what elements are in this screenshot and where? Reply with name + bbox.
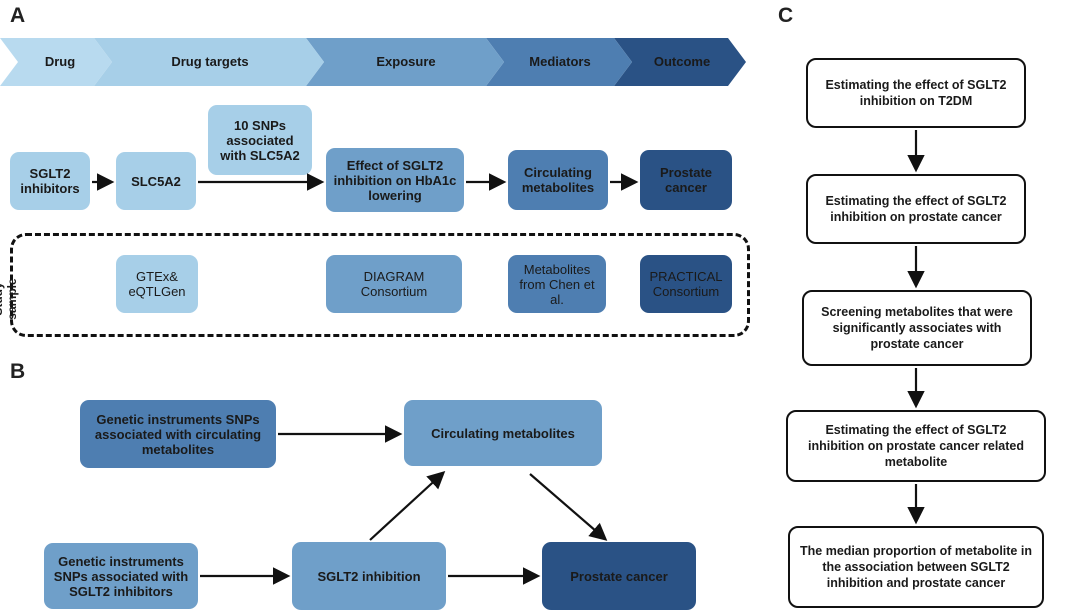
box-diagram-consortium: DIAGRAM Consortium [326, 255, 462, 313]
box-slc5a2: SLC5A2 [116, 152, 196, 210]
arrow-b-metabolites-to-prostate [529, 473, 608, 541]
stage-mediators: Mediators [529, 54, 591, 69]
panel-label-b: B [10, 360, 26, 383]
chevron-drug [0, 38, 112, 86]
step-2-box: Estimating the effect of SGLT2 inhibitio… [806, 174, 1026, 244]
step-5-box: The median proportion of metabolite in t… [788, 526, 1044, 608]
box-metabolites-chen: Metabolites from Chen et al. [508, 255, 606, 313]
box-effect-hba1c: Effect of SGLT2 inhibition on HbA1c lowe… [326, 148, 464, 212]
study-sample-frame [10, 233, 750, 337]
chevron-outcome [614, 38, 746, 86]
box-10-snps: 10 SNPs associated with SLC5A2 [208, 105, 312, 175]
chevron-drug-targets [94, 38, 324, 86]
stage-drug: Drug [44, 54, 76, 69]
step-4-box: Estimating the effect of SGLT2 inhibitio… [786, 410, 1046, 482]
box-gtex-eqtlgen: GTEx& eQTLGen [116, 255, 198, 313]
box-circulating-metabolites: Circulating metabolites [508, 150, 608, 210]
chevron-exposure [306, 38, 504, 86]
box-b-circulating-metabolites: Circulating metabolites [404, 400, 602, 466]
box-sglt2-inhibitors: SGLT2 inhibitors [10, 152, 90, 210]
stage-exposure: Exposure [376, 54, 436, 69]
stage-chevron-banner [0, 38, 746, 86]
box-sglt2-inhibition: SGLT2 inhibition [292, 542, 446, 610]
box-instr-sglt2: Genetic instruments SNPs associated with… [44, 543, 198, 609]
panel-label-a: A [10, 4, 26, 27]
box-instr-metabolites: Genetic instruments SNPs associated with… [80, 400, 276, 468]
stage-drug-targets: Drug targets [171, 54, 249, 69]
box-b-prostate-cancer: Prostate cancer [542, 542, 696, 610]
stage-outcome: Outcome [653, 54, 711, 69]
box-practical-consortium: PRACTICAL Consortium [640, 255, 732, 313]
step-1-box: Estimating the effect of SGLT2 inhibitio… [806, 58, 1026, 128]
chevron-mediators [486, 38, 632, 86]
step-3-box: Screening metabolites that were signific… [802, 290, 1032, 366]
box-prostate-cancer: Prostate cancer [640, 150, 732, 210]
arrow-b-sglt2-to-metabolites [369, 471, 446, 541]
panel-label-c: C [778, 4, 794, 27]
